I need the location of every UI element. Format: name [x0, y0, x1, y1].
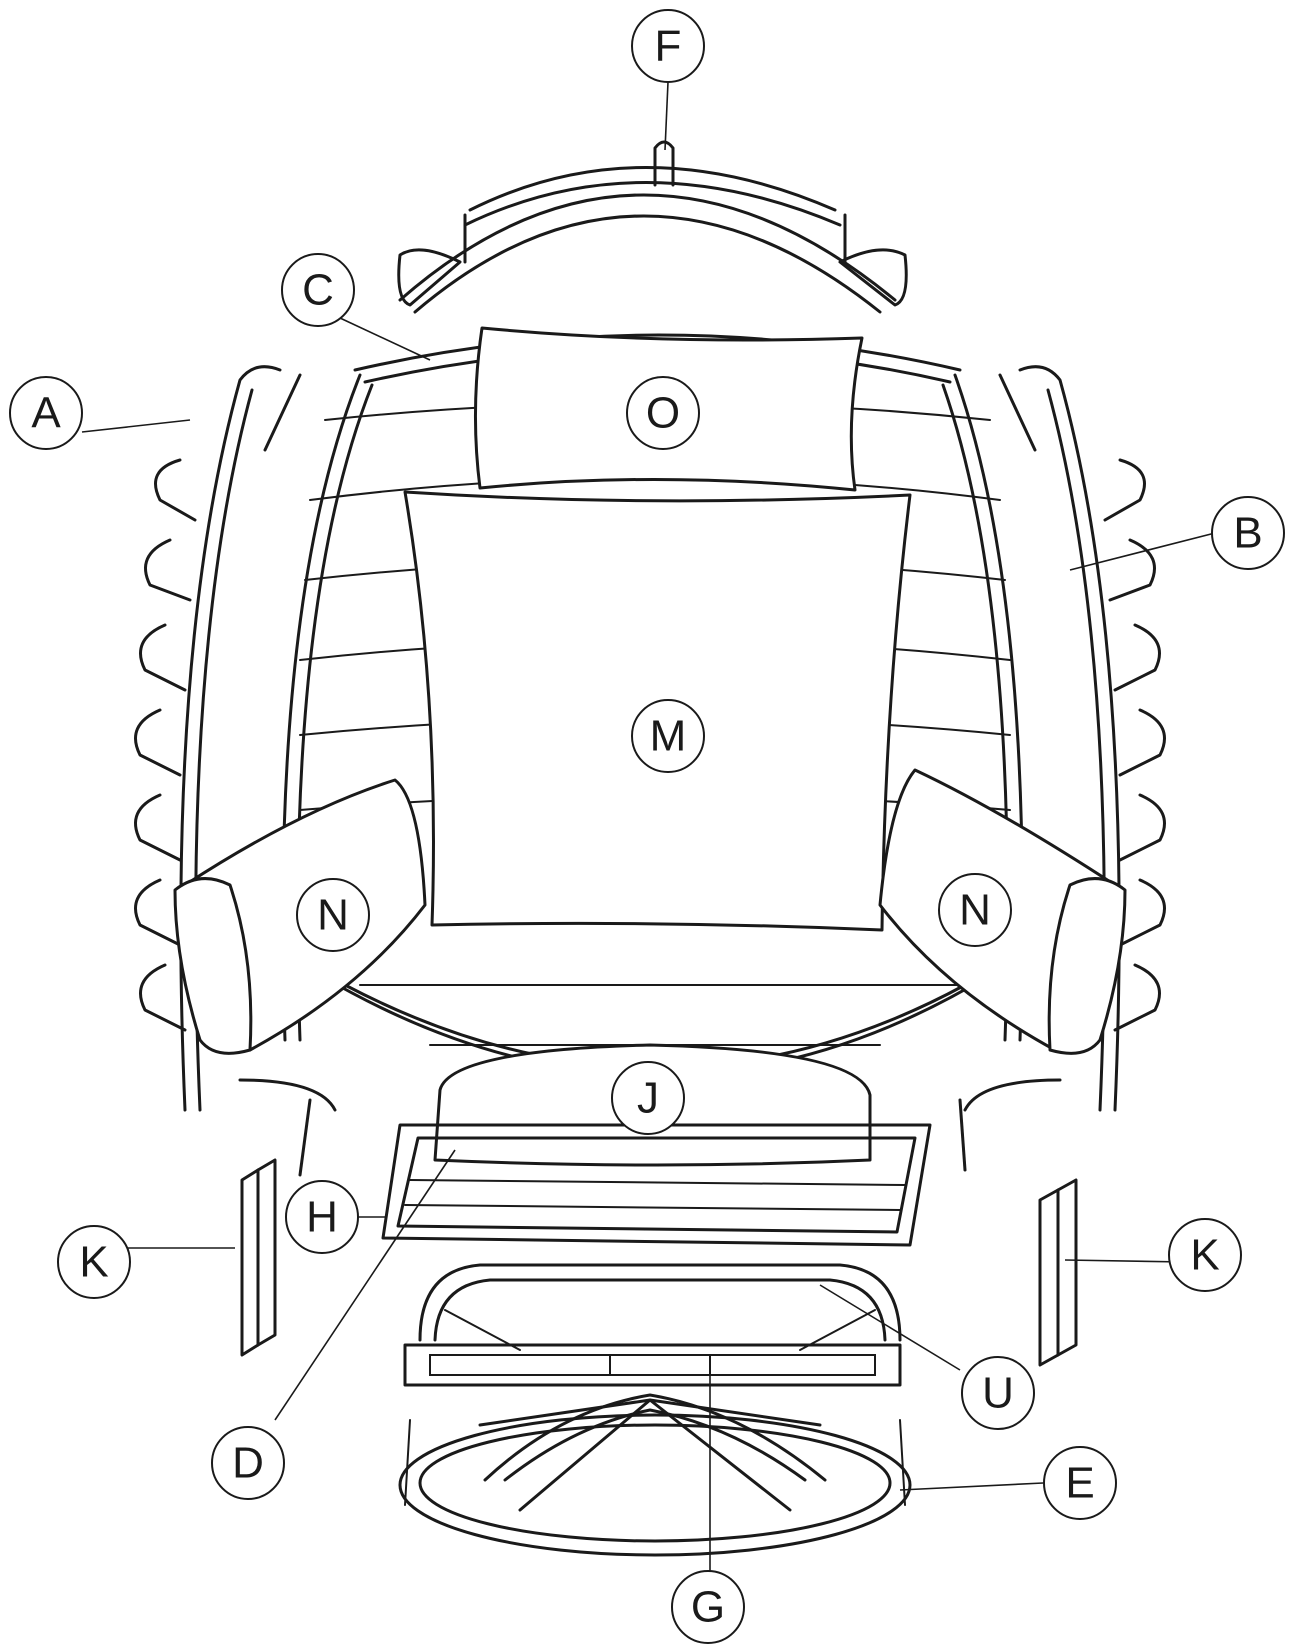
- svg-text:O: O: [646, 389, 680, 438]
- svg-text:J: J: [637, 1074, 659, 1123]
- top-crown-frame: [397, 140, 908, 314]
- svg-text:A: A: [31, 389, 61, 438]
- svg-text:N: N: [317, 891, 349, 940]
- svg-text:F: F: [655, 22, 682, 71]
- callout-O: O: [626, 376, 700, 450]
- callout-N-left: N: [296, 878, 370, 952]
- svg-text:N: N: [959, 886, 991, 935]
- callout-B: B: [1211, 496, 1285, 570]
- svg-text:E: E: [1065, 1459, 1094, 1508]
- svg-text:H: H: [306, 1193, 338, 1242]
- callout-E: E: [1043, 1446, 1117, 1520]
- seat-frame: [381, 1123, 932, 1247]
- callout-F: F: [631, 9, 705, 83]
- callout-A: A: [9, 376, 83, 450]
- svg-text:B: B: [1233, 509, 1262, 558]
- swivel-plate: [403, 1343, 902, 1387]
- callout-G: G: [671, 1570, 745, 1644]
- svg-text:M: M: [650, 712, 687, 761]
- svg-text:C: C: [302, 266, 334, 315]
- svg-text:U: U: [982, 1369, 1014, 1418]
- callout-C: C: [281, 253, 355, 327]
- callout-N-right: N: [938, 873, 1012, 947]
- callout-U: U: [961, 1356, 1035, 1430]
- svg-text:K: K: [1190, 1231, 1219, 1280]
- callout-H: H: [285, 1180, 359, 1254]
- svg-text:K: K: [79, 1238, 108, 1287]
- callout-K-right: K: [1168, 1218, 1242, 1292]
- svg-text:G: G: [691, 1583, 725, 1632]
- callout-M: M: [631, 699, 705, 773]
- callout-K-left: K: [57, 1225, 131, 1299]
- round-base: [398, 1393, 912, 1557]
- leader-lines: [81, 81, 1216, 1575]
- callout-D: D: [211, 1426, 285, 1500]
- svg-text:D: D: [232, 1439, 264, 1488]
- right-leg-panel: [1038, 1178, 1078, 1367]
- left-leg-panel: [240, 1158, 277, 1357]
- swivel-arch: [418, 1263, 902, 1351]
- callout-J: J: [611, 1061, 685, 1135]
